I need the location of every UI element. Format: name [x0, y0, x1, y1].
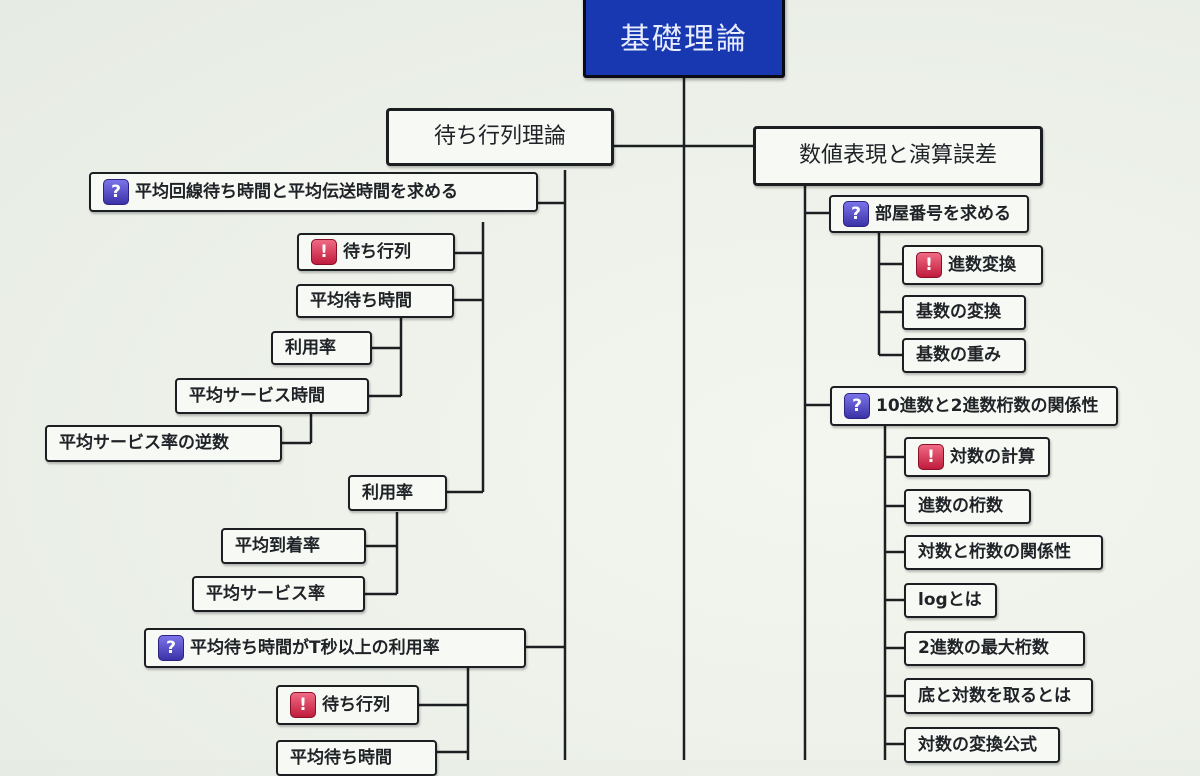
question-icon: ? [158, 635, 184, 661]
node-binary-max-digits[interactable]: 2進数の最大桁数 [904, 631, 1085, 666]
question-node-wait-over-t-seconds[interactable]: ? 平均待ち時間がT秒以上の利用率 [144, 628, 526, 668]
question-icon: ? [103, 179, 129, 205]
node-utilization-a[interactable]: 利用率 [271, 331, 372, 365]
question-icon: ? [844, 393, 870, 419]
node-base-conversion[interactable]: ! 進数変換 [902, 245, 1043, 285]
node-log-conversion-formula[interactable]: 対数の変換公式 [904, 727, 1060, 763]
node-utilization-b[interactable]: 利用率 [348, 475, 447, 511]
node-average-service-time[interactable]: 平均サービス時間 [175, 378, 369, 414]
node-inverse-service-rate[interactable]: 平均サービス率の逆数 [45, 425, 282, 462]
node-average-service-rate[interactable]: 平均サービス率 [192, 576, 365, 612]
question-node-line-wait-time[interactable]: ? 平均回線待ち時間と平均伝送時間を求める [89, 172, 538, 212]
node-average-arrival-rate[interactable]: 平均到着率 [221, 528, 366, 564]
node-digit-count[interactable]: 進数の桁数 [904, 489, 1031, 524]
node-log-digit-relation[interactable]: 対数と桁数の関係性 [904, 535, 1103, 570]
node-label: 部屋番号を求める [875, 203, 1011, 224]
node-label: 進数変換 [948, 254, 1016, 275]
important-icon: ! [918, 444, 944, 470]
node-base-and-log[interactable]: 底と対数を取るとは [904, 678, 1093, 714]
node-logarithm-calculation[interactable]: ! 対数の計算 [904, 437, 1050, 477]
node-radix-conversion[interactable]: 基数の変換 [902, 295, 1026, 330]
branch-numeric-representation[interactable]: 数値表現と演算誤差 [753, 126, 1043, 186]
node-label: 平均回線待ち時間と平均伝送時間を求める [135, 181, 458, 202]
node-label: 平均待ち時間がT秒以上の利用率 [190, 637, 440, 658]
node-label: 対数の計算 [950, 446, 1035, 467]
node-label: 10進数と2進数桁数の関係性 [876, 395, 1099, 416]
node-radix-weight[interactable]: 基数の重み [902, 338, 1026, 373]
important-icon: ! [311, 239, 337, 265]
node-average-wait-time[interactable]: 平均待ち時間 [296, 284, 454, 318]
node-average-wait-time-2[interactable]: 平均待ち時間 [276, 740, 437, 776]
root-node[interactable]: 基礎理論 [583, 0, 785, 78]
node-label: 待ち行列 [343, 241, 411, 262]
question-node-decimal-binary-digits[interactable]: ? 10進数と2進数桁数の関係性 [830, 386, 1118, 426]
node-wait-queue[interactable]: ! 待ち行列 [297, 233, 455, 271]
connector-lines [281, 78, 905, 760]
node-label: 待ち行列 [322, 694, 390, 715]
question-icon: ? [843, 201, 869, 227]
question-node-room-number[interactable]: ? 部屋番号を求める [829, 195, 1029, 233]
important-icon: ! [916, 252, 942, 278]
important-icon: ! [290, 692, 316, 718]
node-what-is-log[interactable]: logとは [904, 583, 997, 618]
branch-queueing-theory[interactable]: 待ち行列理論 [386, 108, 614, 166]
node-wait-queue-2[interactable]: ! 待ち行列 [276, 685, 419, 725]
